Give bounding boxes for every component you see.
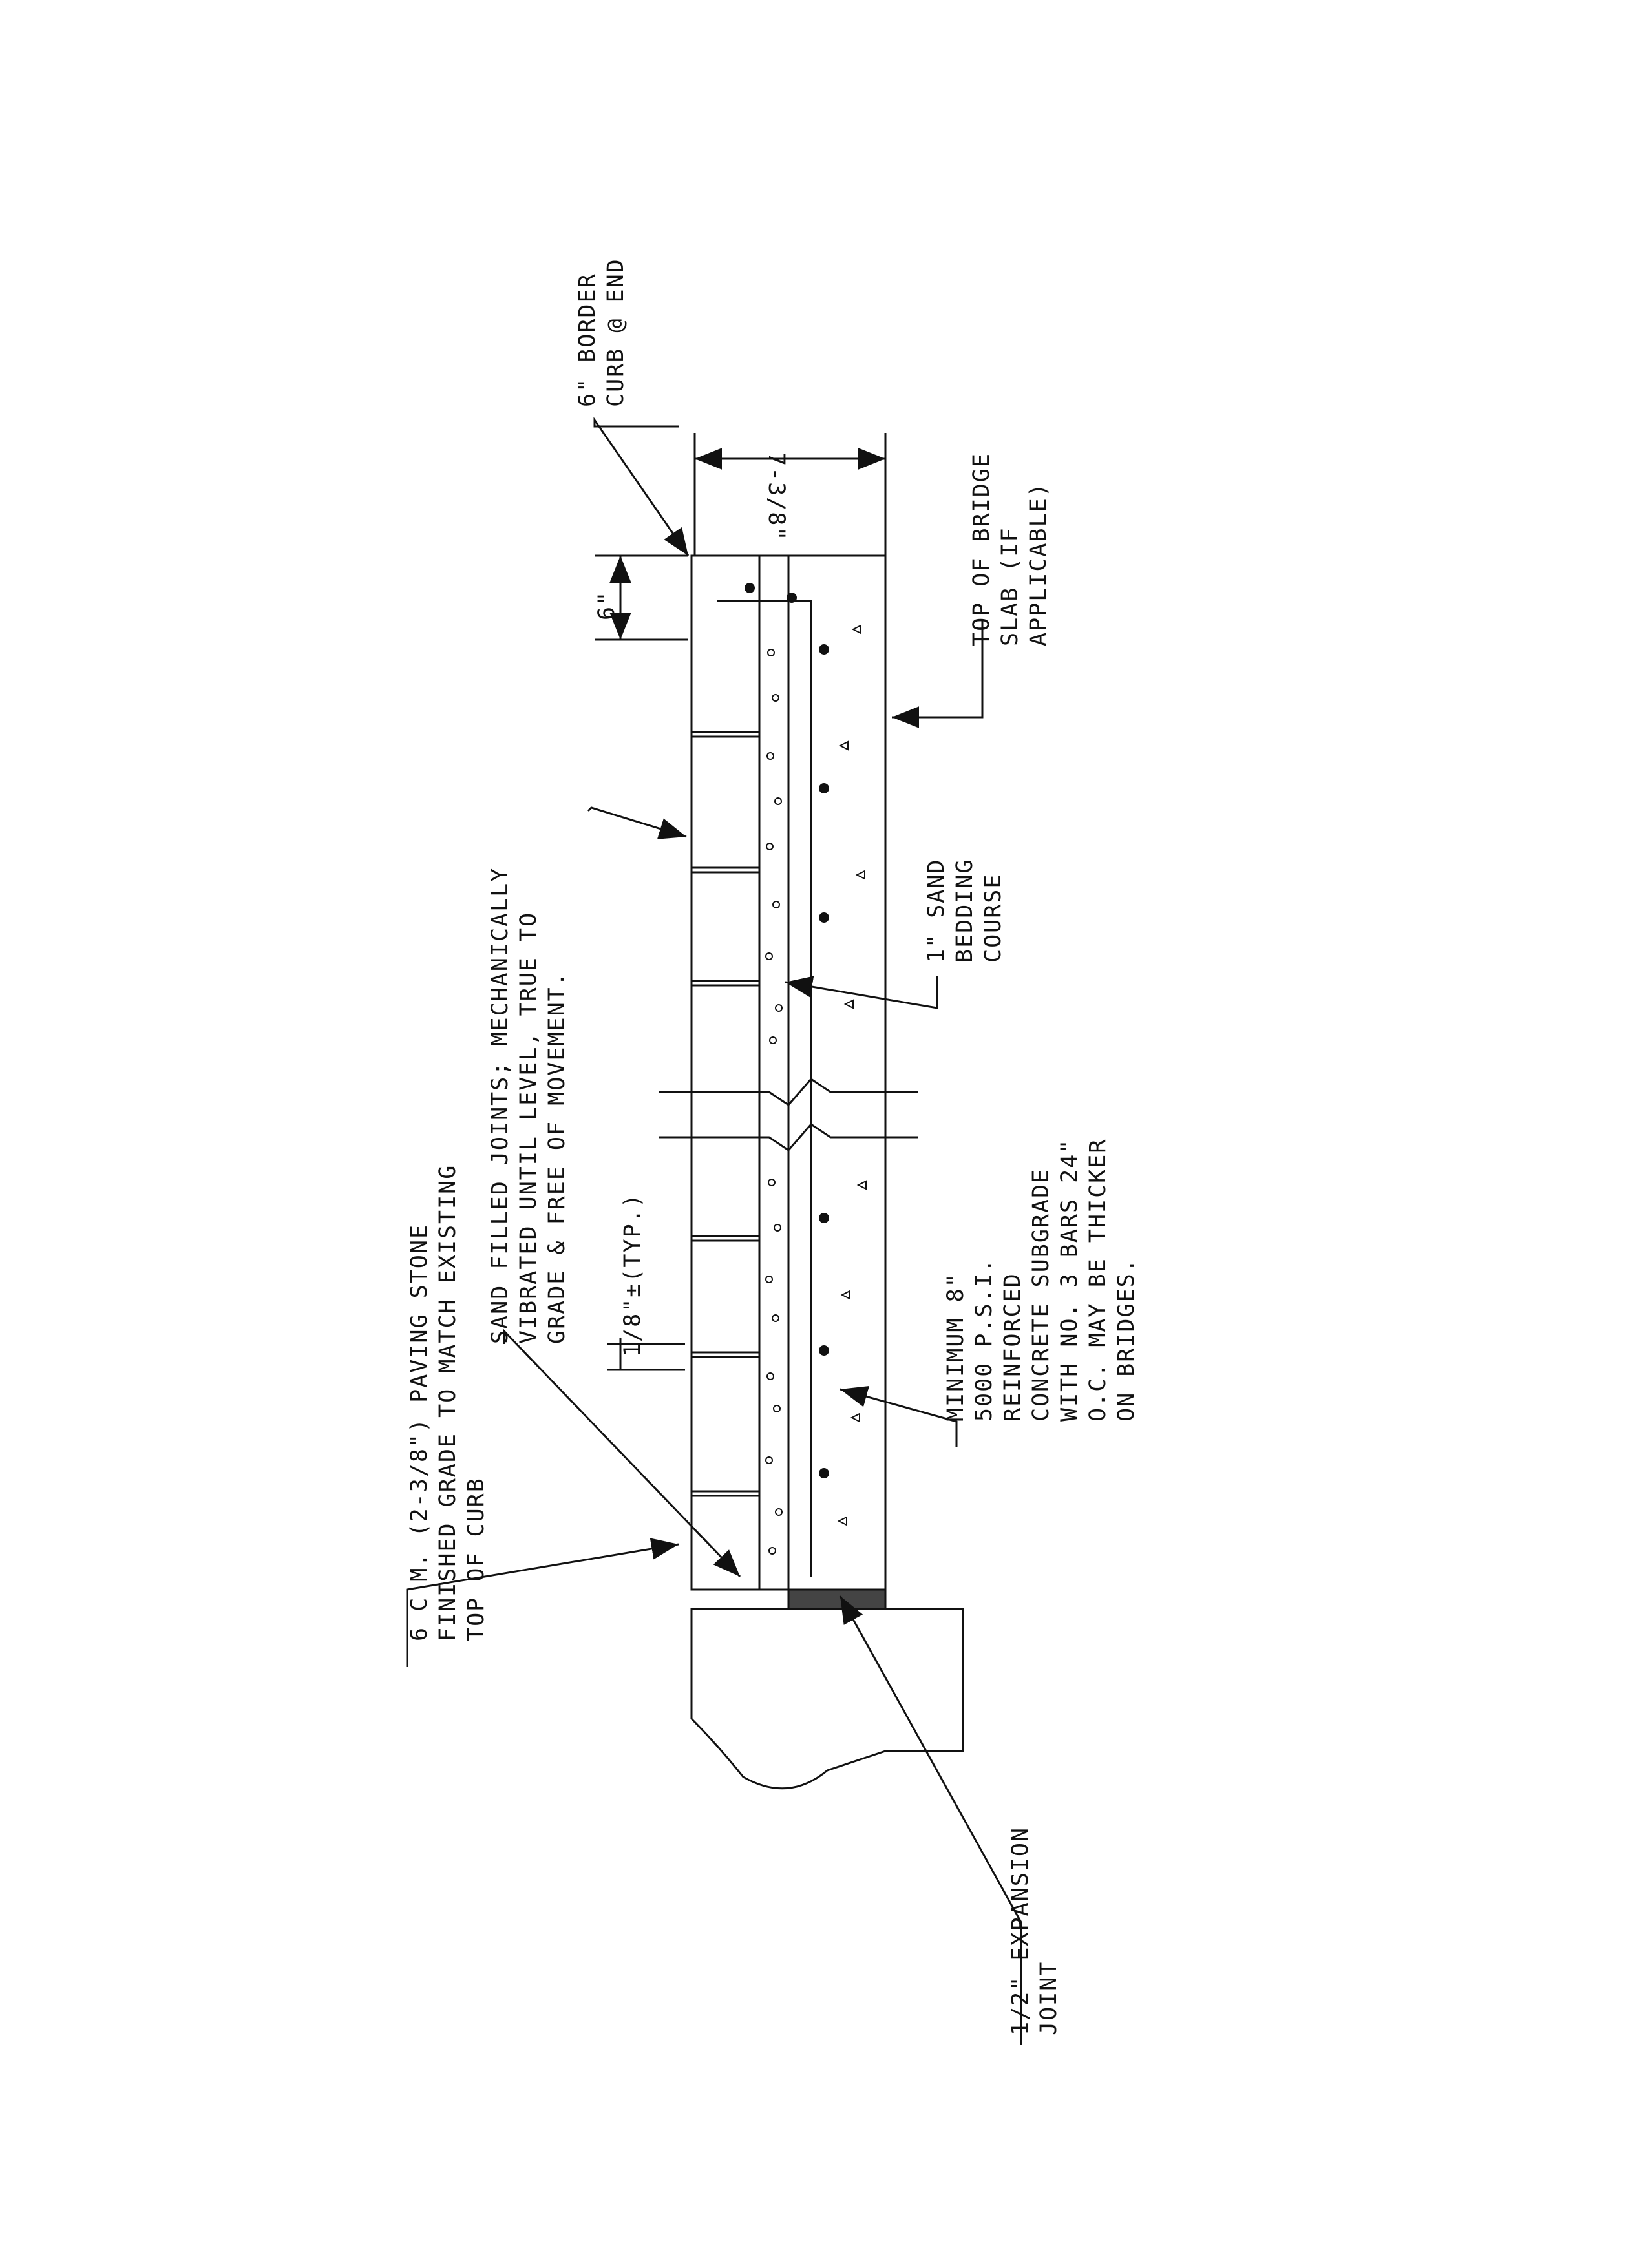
sand-bedding-texture xyxy=(765,649,783,1555)
rebar xyxy=(745,583,829,1478)
dimensions xyxy=(595,433,887,1371)
existing-curb xyxy=(690,1608,964,1790)
break-line xyxy=(659,1078,918,1151)
bridge-slab-label: TOP OF BRIDGE SLAB (IF APPLICABLE) xyxy=(969,437,1051,646)
subgrade-label: MINIMUM 8" 5000 P.S.I. REINFORCED CONCRE… xyxy=(943,1124,1139,1422)
leaders xyxy=(406,417,1022,2045)
sand-joints-label: SAND FILLED JOINTS; MECHANICALLY VIBRATE… xyxy=(487,852,570,1344)
curb-width-dimension: 6" xyxy=(594,591,620,620)
slab-depth-dimension: 7-3/8" xyxy=(763,452,789,541)
expansion-joint-label: 1/2" EXPANSION JOINT xyxy=(1008,1812,1062,2035)
paving-stone-label: 6 C M. (2-3/8") PAVING STONE FINISHED GR… xyxy=(407,1150,489,1641)
section-body xyxy=(659,554,964,1790)
border-curb-label: 6" BORDER CURB @ END xyxy=(575,258,629,407)
sand-bedding-label: 1" SAND BEDDING COURSE xyxy=(924,843,1006,963)
joint-width-dimension: 1/8"±(TYP.) xyxy=(620,1193,646,1357)
expansion-joint xyxy=(787,1588,887,1610)
concrete-texture xyxy=(837,624,867,1526)
paver-joints xyxy=(692,731,759,1497)
